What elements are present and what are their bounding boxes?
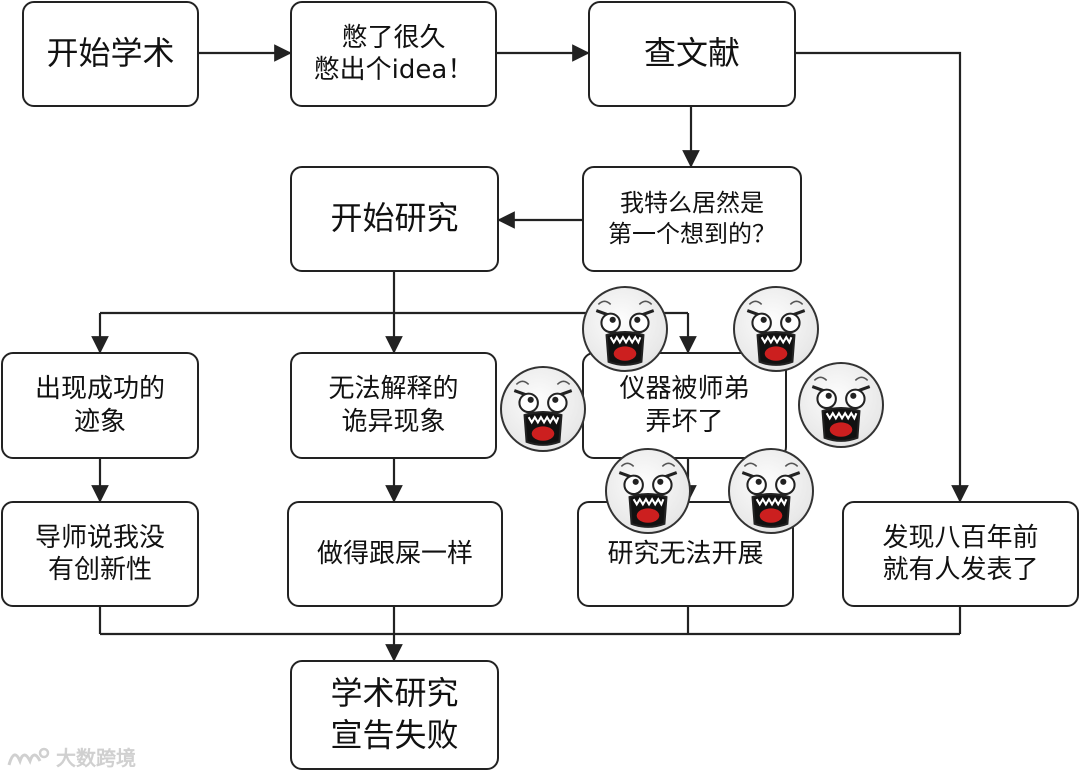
rage-face-icon [605,448,691,534]
node-advisor-no-innovation: 导师说我没 有创新性 [1,501,199,607]
node-failure: 学术研究 宣告失败 [290,660,499,770]
node-literature: 查文献 [588,1,796,107]
node-already-published: 发现八百年前 就有人发表了 [842,501,1079,607]
node-success-signs: 出现成功的 迹象 [1,352,199,459]
node-start-research: 开始研究 [290,166,499,272]
edge-literature-to-published [796,51,969,503]
rage-face-icon [500,366,586,452]
node-start-academic: 开始学术 [22,1,199,107]
watermark: 大数跨境 [6,742,136,771]
rage-face-icon [728,448,814,534]
node-weird-phenomena: 无法解释的 诡异现象 [290,352,497,459]
watermark-text: 大数跨境 [56,746,136,770]
rage-face-icon [798,362,884,448]
node-messy-results: 做得跟屎一样 [287,501,503,607]
rage-face-icon [733,286,819,372]
node-idea: 憋了很久 憋出个idea！ [290,1,497,107]
watermark-logo-icon [7,747,50,765]
node-first-to-think: 我特么居然是 第一个想到的？ [582,166,802,272]
rage-face-icon [582,286,668,372]
